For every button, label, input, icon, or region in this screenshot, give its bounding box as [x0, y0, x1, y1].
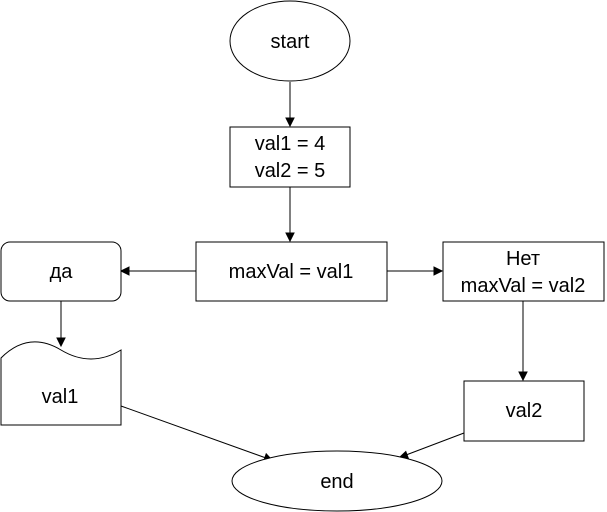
edge-val1-to-end	[120, 405, 274, 463]
assign-label: maxVal = val1	[229, 261, 354, 283]
edge-start-to-init	[285, 82, 295, 128]
assign-process-node: maxVal = val1	[195, 241, 388, 302]
yes-branch-node: да	[0, 241, 122, 302]
edge-init-to-assign	[285, 187, 295, 243]
end-label: end	[320, 471, 353, 493]
val1-output-node: val1	[0, 341, 122, 426]
no-line-1: Нет	[506, 248, 540, 270]
no-branch-node: Нет maxVal = val2	[442, 241, 605, 302]
edge-assign-to-yes	[119, 266, 196, 276]
no-line-2: maxVal = val2	[461, 275, 586, 297]
end-node: end	[231, 450, 443, 512]
start-label: start	[271, 31, 310, 53]
yes-label: да	[50, 261, 74, 283]
edge-val2-to-end	[398, 432, 465, 460]
init-process-node: val1 = 4 val2 = 5	[229, 126, 351, 188]
init-line-1: val1 = 4	[255, 133, 326, 155]
edge-no-to-val2	[518, 301, 528, 382]
val2-label: val2	[506, 400, 543, 422]
val1-label: val1	[42, 386, 79, 408]
edge-assign-to-no	[387, 266, 444, 276]
val2-output-node: val2	[463, 380, 585, 442]
edge-yes-to-val1	[56, 301, 66, 348]
start-node: start	[229, 0, 351, 82]
init-line-2: val2 = 5	[255, 160, 326, 182]
